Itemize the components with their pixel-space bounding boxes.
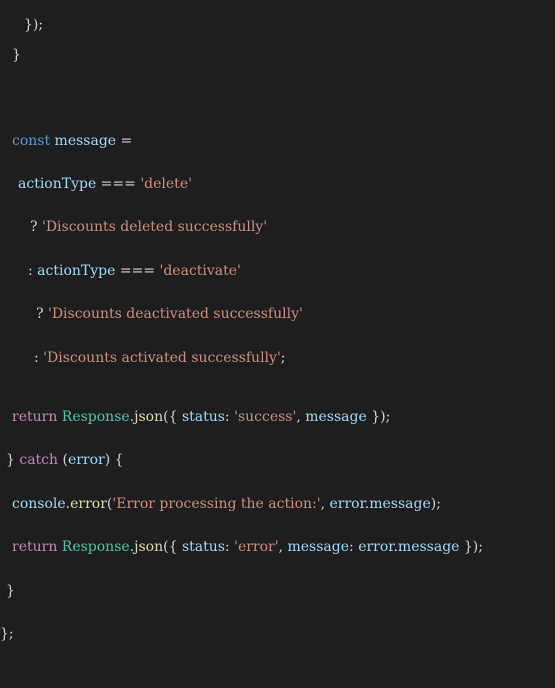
code-token-punctuation: , [278,539,288,555]
code-token-identifier: console [12,496,66,512]
code-token-punctuation: ? [36,306,48,322]
code-token-function-name: json [134,409,164,425]
code-token-string-literal: 'deactivate' [159,263,241,279]
code-token-string-literal: 'delete' [140,176,192,192]
code-token-identifier: message [305,409,367,425]
code-token-punctuation: . [65,496,71,512]
code-line-2: } [12,44,21,66]
code-token-punctuation: ); [430,496,441,512]
code-line-14: return Response.json({ status: 'error', … [12,536,483,558]
code-token-identifier: status [181,409,225,425]
code-token-string-literal: 'Discounts deleted successfully' [41,219,268,235]
code-token-string-literal: 'Error processing the action:' [112,496,321,512]
code-token-identifier: message [54,133,117,149]
code-token-keyword: const [12,133,55,149]
code-token-control-keyword: return [12,539,62,555]
code-token-punctuation: ({ [163,539,182,555]
code-token-type-name: Response [61,539,130,555]
code-token-identifier: actionType [37,263,116,279]
code-token-punctuation: . [129,409,135,425]
code-line-4: const message = [12,130,132,152]
code-token-type-name: Response [61,409,130,425]
code-token-identifier: error [329,496,365,512]
code-token-punctuation: . [393,539,398,555]
code-token-punctuation: : [34,350,44,366]
code-token-identifier: error [67,452,105,468]
code-line-5: actionType === 'delete' [18,173,192,195]
code-token-punctuation: . [364,496,370,512]
code-token-punctuation: }); [24,17,44,33]
code-token-punctuation: }; [0,626,14,642]
code-line-11: return Response.json({ status: 'success'… [12,406,390,428]
code-token-punctuation: : [349,539,359,555]
code-token-function-name: error [70,496,107,512]
code-token-punctuation: : [224,409,235,425]
code-token-punctuation: === [96,176,141,192]
code-token-punctuation: ({ [163,409,182,425]
code-token-string-literal: 'Discounts deactivated successfully' [47,306,303,322]
code-token-punctuation: ) { [104,452,124,468]
code-token-string-literal: 'Discounts activated successfully' [43,350,281,366]
code-line-13: console.error('Error processing the acti… [12,493,441,515]
code-token-string-literal: 'error' [234,539,279,555]
code-line-7: : actionType === 'deactivate' [28,260,241,282]
code-line-9: : 'Discounts activated successfully'; [34,347,286,369]
code-line-8: ? 'Discounts deactivated successfully' [36,303,303,325]
code-token-punctuation: }); [366,409,391,425]
code-token-punctuation: ( [58,452,68,468]
code-token-punctuation: : [224,539,235,555]
code-token-punctuation: : [28,263,38,279]
code-token-punctuation: === [115,263,160,279]
code-token-function-name: json [134,539,164,555]
code-token-control-keyword: return [12,409,62,425]
code-token-string-literal: 'success' [234,409,297,425]
code-line-1: }); [24,14,43,36]
code-token-identifier: error [358,539,394,555]
code-token-punctuation: , [320,496,330,512]
code-token-identifier: status [181,539,225,555]
code-token-identifier: message [287,539,350,555]
code-token-punctuation: . [129,539,135,555]
code-token-punctuation: = [116,133,133,149]
code-line-16: }; [0,623,14,645]
code-line-15: } [6,580,15,602]
code-token-punctuation: ( [106,496,113,512]
code-token-identifier: actionType [18,176,97,192]
code-token-control-keyword: catch [19,452,59,468]
code-token-punctuation: } [6,452,20,468]
code-line-6: ? 'Discounts deleted successfully' [30,216,267,238]
code-token-identifier: message [369,496,431,512]
code-token-punctuation: ? [30,219,42,235]
code-token-punctuation: , [296,409,306,425]
code-token-punctuation: ; [280,350,286,366]
code-token-punctuation: } [12,47,21,63]
code-token-punctuation: }); [459,539,483,555]
code-token-punctuation: } [6,583,15,599]
code-line-12: } catch (error) { [6,449,124,471]
code-token-identifier: message [397,539,460,555]
